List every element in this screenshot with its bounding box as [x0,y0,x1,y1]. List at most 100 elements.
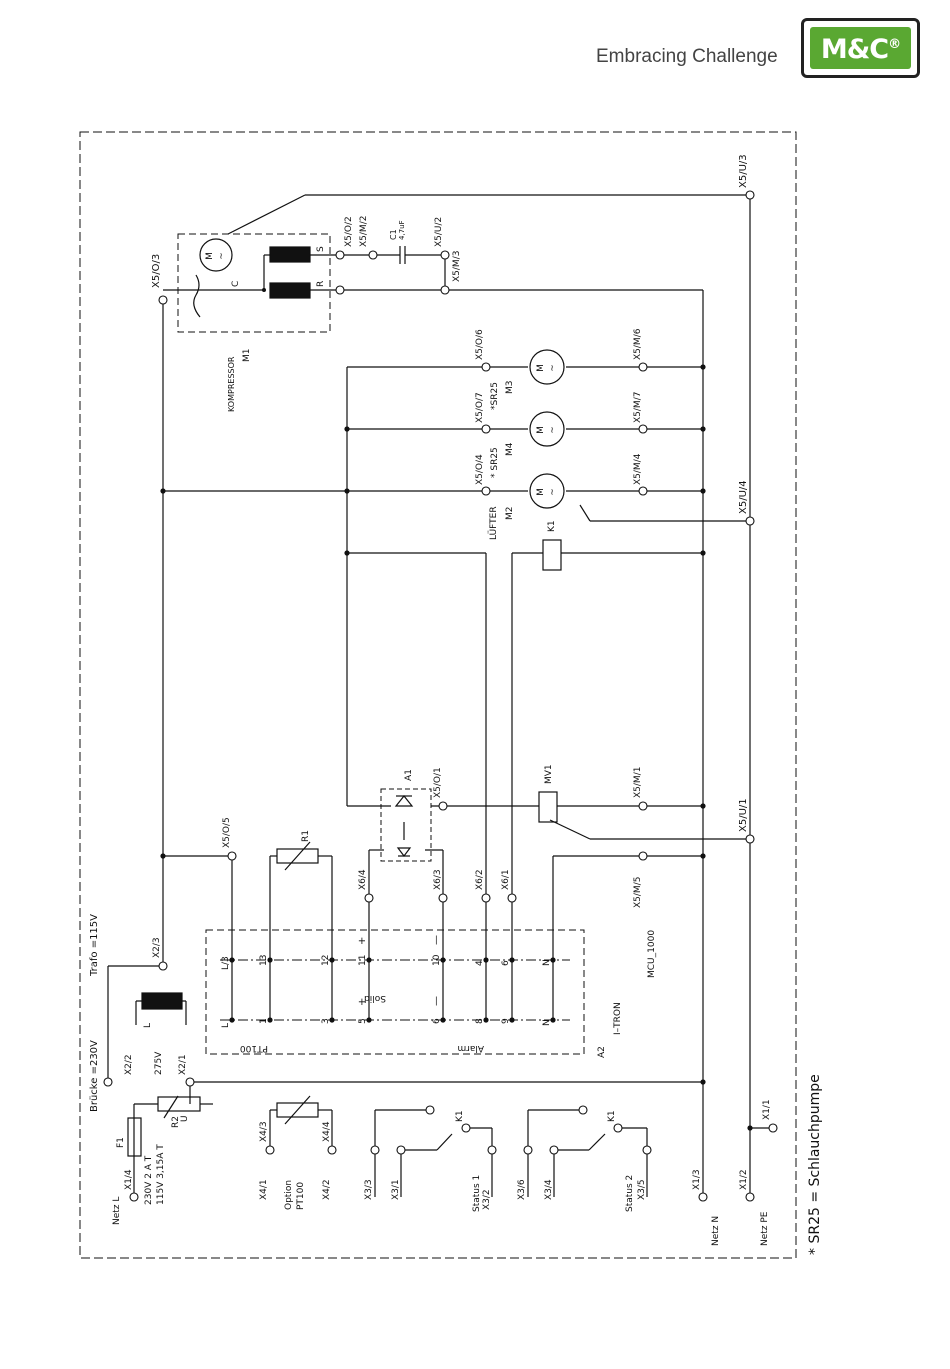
header-tagline: Embracing Challenge [596,46,778,67]
wires [107,194,773,1197]
varistor-r2 [157,1096,201,1112]
label-x44: X4/4 [322,1121,332,1142]
resistor-pt100 [276,1102,319,1118]
label-x5u4: X5/U/4 [738,480,749,514]
label-ntop: N [542,959,552,966]
motor-m1-tilde: ~ [217,252,227,260]
motor-m2-icon [529,473,565,509]
label-x32: X3/2 [482,1189,492,1210]
label-mcu: MCU_1000 [647,930,657,978]
label-minus2: — [431,996,442,1006]
compressor-motor-icon [199,238,233,272]
label-k1top: K1 [547,520,557,532]
label-l3: L/3 [221,956,231,970]
label-t12: 12 [321,955,331,966]
label-mv1: MV1 [544,764,554,784]
label-x5o3: X5/O/3 [151,254,162,288]
label-x62: X6/2 [475,869,485,890]
label-x42: X4/2 [322,1179,332,1200]
label-t13: 13 [259,955,269,966]
label-m1r: R [316,281,326,287]
label-r1: R1 [301,830,311,842]
label-solid: Solid [364,993,386,1003]
label-k1a: K1 [455,1110,465,1122]
label-sr25a: *SR25 [490,382,500,410]
label-f115: 115V 3,15A T [156,1144,166,1205]
label-c1: C1 [389,229,398,240]
brand-logo-text: M&C® [820,34,901,65]
junction-dots [160,192,753,1131]
label-t10: 10 [432,954,442,966]
label-a2: A2 [597,1046,607,1058]
label-komp: KOMPRESSOR [227,356,236,412]
label-footnote: * SR25 = Schlauchpumpe [807,1074,823,1255]
coil-s [269,246,311,263]
label-f1: F1 [116,1137,126,1148]
label-x5u1: X5/U/1 [738,798,749,832]
label-x5m3: X5/M/3 [452,251,462,282]
label-alarm: Alarm [458,1043,484,1053]
label-netzpe: Netz PE [760,1211,770,1246]
label-t4: 4 [475,960,485,966]
label-t5: 5 [358,1018,368,1024]
compressor-box [177,233,331,333]
terminals [103,190,778,1202]
label-m1: M1 [242,349,252,363]
relay-k1-coil [542,539,562,571]
components [127,238,565,1157]
label-nbot: N [542,1019,552,1026]
label-c1v: 4,7uF [398,220,406,240]
brand-logo: M&C® [801,18,920,78]
label-netzn: Netz N [711,1216,721,1246]
label-t1: 1 [259,1018,269,1024]
label-x41: X4/1 [259,1179,269,1200]
label-option: Option [284,1180,294,1210]
label-x5o4: X5/O/4 [475,454,485,485]
label-x5o2: X5/O/2 [344,216,354,247]
label-m1c: C [231,281,241,287]
label-lbot: L [221,1023,231,1028]
label-x63: X6/3 [433,869,443,890]
label-v275: 275V [154,1051,164,1075]
label-x43: X4/3 [259,1121,269,1142]
label-r2u: U [180,1115,190,1122]
label-tl: L [143,1023,153,1028]
label-x5o6: X5/O/6 [475,329,485,360]
label-x31: X3/1 [391,1179,401,1200]
motor-m4-tilde: ~ [548,426,558,434]
label-x5m2: X5/M/2 [359,216,369,247]
label-x5o5: X5/O/5 [222,817,232,848]
label-t3: 3 [321,1018,331,1024]
label-x21: X2/1 [178,1054,188,1075]
label-x5o1: X5/O/1 [433,767,443,798]
label-m4: M4 [505,442,515,456]
label-t11: 11 [358,955,368,966]
label-a1: A1 [404,769,414,781]
label-x5u3: X5/U/3 [738,154,749,188]
label-x5m4: X5/M/4 [633,453,643,485]
label-x23: X2/3 [152,937,162,958]
label-x14: X1/4 [124,1169,134,1190]
label-m3: M3 [505,381,515,395]
motor-m4-letter: M [536,426,546,434]
motor-m2-letter: M [536,488,546,496]
label-netzl: Netz L [112,1197,122,1225]
label-x12: X1/2 [739,1169,749,1190]
controller-box [205,929,585,1055]
label-x33: X3/3 [364,1179,374,1200]
label-x5m6: X5/M/6 [633,328,643,360]
label-t9: 9 [501,1018,511,1024]
motor-m4-icon [529,411,565,447]
label-lufter: LÜFTER [488,506,499,540]
label-t8: 8 [475,1018,485,1024]
label-plus1: + [357,937,368,945]
label-x34: X3/4 [544,1179,554,1200]
valve-mv1-coil [538,791,558,823]
label-status2: Status 2 [625,1175,635,1212]
label-f230: 230V 2 A T [144,1155,154,1205]
transformer-coil [141,992,183,1010]
motor-m1-letter: M [205,252,215,260]
label-x36: X3/6 [517,1179,527,1200]
